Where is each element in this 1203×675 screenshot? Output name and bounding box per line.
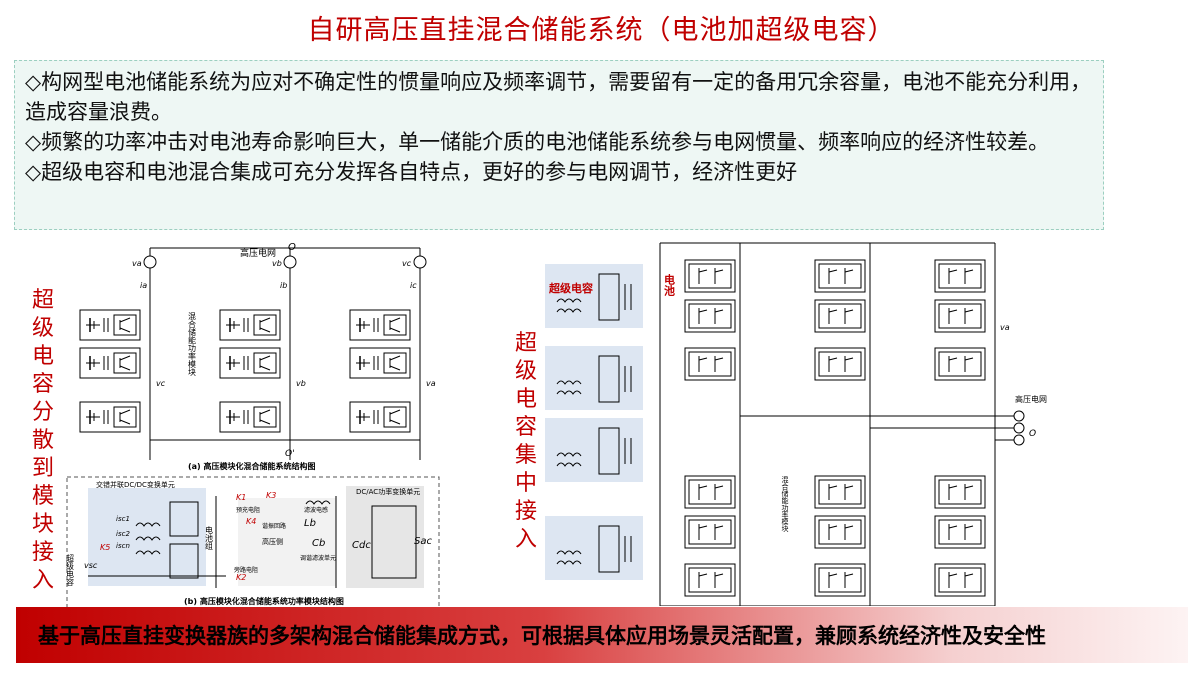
tuning-unit-label: 调谐滤波单元 xyxy=(300,554,336,562)
phase-out-c: vc xyxy=(156,379,166,388)
cb-label: Cb xyxy=(312,538,325,549)
switch-k4: K4 xyxy=(246,517,256,526)
module-label-c: 混合储能功率模块 xyxy=(781,475,789,533)
battery-label-b: 电池组 xyxy=(205,525,214,550)
bullet-item-1: ◇构网型电池储能系统为应对不确定性的惯量响应及频率调节，需要留有一定的备用冗余容… xyxy=(25,70,1092,124)
va-label-c: va xyxy=(1000,323,1010,332)
phase-leg-left: va ia vc xyxy=(79,248,166,460)
phase-voltage-a: va xyxy=(132,259,142,268)
phase-current-c: ic xyxy=(410,281,417,290)
current-isc2: isc2 xyxy=(116,530,130,538)
diagram-a-topology: 高压电网 O va ia vc vb ib vb vc ic va O' 混合储… xyxy=(79,242,436,471)
phase-out-a: va xyxy=(426,379,436,388)
cdc-label: Cdc xyxy=(352,540,371,551)
node-o-c: O xyxy=(1029,429,1036,439)
caption-a: (a) 高压模块化混合储能系统结构图 xyxy=(188,461,316,471)
battery-label-c: 电池 xyxy=(663,273,676,297)
switch-k1: K1 xyxy=(236,493,246,502)
switch-k2: K2 xyxy=(236,573,246,582)
lb-label: Lb xyxy=(304,518,316,529)
bullet-item-3: ◇超级电容和电池混合集成可充分发挥各自特点，更好的参与电网调节，经济性更好 xyxy=(25,160,798,184)
sc-label-b: 超级电容 xyxy=(66,553,75,587)
current-isc1: isc1 xyxy=(116,515,130,523)
left-vertical-label: 超级电容分散到模块接入 xyxy=(31,288,54,593)
hv-side-label: 高压侧 xyxy=(262,537,283,546)
dcdc-label: 交错并联DC/DC变换单元 xyxy=(96,480,175,489)
phase-leg-middle: vb ib vb xyxy=(219,248,306,460)
diagram-b-power-module: 交错并联DC/DC变换单元 DC/AC功率变换单元 超级电容 vsc isc1 … xyxy=(66,476,440,609)
node-o-prime-label: O' xyxy=(285,449,295,459)
right-vertical-label: 超级电容集中接入 xyxy=(514,331,537,552)
grid-label-a: 高压电网 xyxy=(240,247,276,259)
resonant-label: 谐振回路 xyxy=(262,522,286,530)
bypass-label: 旁路电阻 xyxy=(234,566,258,574)
grid-label-c: 高压电网 xyxy=(1015,394,1047,404)
sac-label: Sac xyxy=(414,536,432,547)
current-iscn: iscn xyxy=(116,542,130,550)
phase-voltage-c: vc xyxy=(402,259,412,268)
module-label-a: 混合储能功率模块 xyxy=(188,312,197,377)
sc-label-c: 超级电容 xyxy=(548,281,593,295)
node-o-label: O xyxy=(288,242,296,253)
bullet-item-2: ◇频繁的功率冲击对电池寿命影响巨大，单一储能介质的电池储能系统参与电网惯量、频率… xyxy=(25,130,1050,154)
phase-out-b: vb xyxy=(296,379,306,388)
footer-banner: 基于高压直挂变换器族的多架构混合储能集成方式，可根据具体应用场景灵活配置，兼顾系… xyxy=(16,607,1188,663)
filter-label: 滤波电感 xyxy=(304,506,328,514)
phase-current-b: ib xyxy=(280,281,287,290)
dcac-label: DC/AC功率变换单元 xyxy=(356,487,420,496)
precharge-label: 预充电阻 xyxy=(236,506,260,514)
switch-k5: K5 xyxy=(100,543,110,552)
phase-current-a: ia xyxy=(140,281,147,290)
vsc-label: vsc xyxy=(84,561,98,570)
bullet-panel: ◇构网型电池储能系统为应对不确定性的惯量响应及频率调节，需要留有一定的备用冗余容… xyxy=(14,60,1104,230)
diagram-c-centralized: 超级电容 电池 高压电网 O va 混合储能功率模块 xyxy=(545,242,1047,606)
phase-leg-right: vc ic va xyxy=(349,248,436,460)
page-title: 自研高压直挂混合储能系统（电池加超级电容） xyxy=(307,15,896,46)
caption-b: (b) 高压模块化混合储能系统功率模块结构图 xyxy=(184,596,344,606)
phase-voltage-b: vb xyxy=(272,259,282,268)
switch-k3: K3 xyxy=(266,491,276,500)
footer-text: 基于高压直挂变换器族的多架构混合储能集成方式，可根据具体应用场景灵活配置，兼顾系… xyxy=(38,624,1046,648)
